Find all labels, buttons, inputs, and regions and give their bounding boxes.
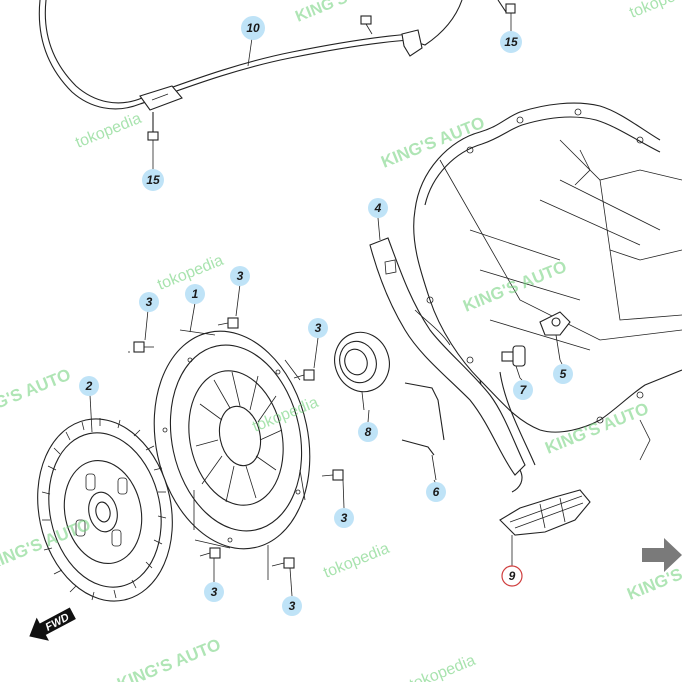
callout-3-b: 3: [139, 292, 159, 312]
release-fork-boot: [499, 489, 591, 555]
callout-4: 4: [368, 198, 388, 218]
watermark-kings-1: KING'S AUTO: [293, 0, 395, 26]
callout-2: 2: [79, 376, 99, 396]
callout-15-left: 15: [142, 169, 164, 191]
watermark-kings-7: KING'S AUTO: [114, 635, 223, 682]
callout-9-text: 9: [509, 569, 516, 583]
cable-bolt-15: [147, 112, 159, 160]
watermark-tokopedia-4: tokopedia: [321, 540, 392, 582]
callout-6-text: 6: [433, 485, 440, 499]
callout-5: 5: [553, 364, 573, 384]
callout-7: 7: [513, 380, 533, 400]
callout-8: 8: [358, 422, 378, 442]
callout-15-top-text: 15: [504, 35, 518, 49]
watermark-tokopedia-5: tokopedia: [407, 652, 478, 682]
release-bearing: [334, 331, 390, 411]
callout-3-d: 3: [334, 508, 354, 528]
cover-bolts: [128, 317, 344, 580]
callout-7-text: 7: [520, 383, 528, 397]
callout-10-text: 10: [246, 21, 260, 35]
callout-1-text: 1: [192, 287, 199, 301]
callout-3-a-text: 3: [237, 269, 244, 283]
watermark-tokopedia-1: tokopedia: [73, 110, 144, 152]
ball-stud: [501, 345, 526, 379]
callout-3-f: 3: [282, 596, 302, 616]
callout-3-e: 3: [204, 582, 224, 602]
fwd-label: FWD: [44, 611, 72, 633]
dust-seals: [401, 382, 445, 481]
transmission-housing: [413, 102, 682, 493]
fwd-arrow: FWD: [29, 607, 76, 641]
callout-3-b-text: 3: [146, 295, 153, 309]
callout-3-c-text: 3: [315, 321, 322, 335]
watermark-tokopedia-6: tokopedia: [627, 0, 682, 22]
clutch-disc: [37, 418, 173, 602]
watermark-kings-5: KING'S AUTO: [0, 365, 73, 424]
cable-bolt-top: [360, 3, 516, 35]
callout-labels: 10 15 15 4 3 1 3 3 2 7 5 8 6 3 9 3 3: [79, 16, 573, 616]
callout-6: 6: [426, 482, 446, 502]
leader-lines: [89, 30, 563, 597]
callout-3-c: 3: [308, 318, 328, 338]
watermark-kings-2: KING'S AUTO: [378, 113, 487, 172]
callout-3-e-text: 3: [211, 585, 218, 599]
callout-5-text: 5: [560, 367, 567, 381]
callout-4-text: 4: [374, 201, 382, 215]
callout-2-text: 2: [85, 379, 93, 393]
callout-9: 9: [501, 565, 523, 587]
clutch-cover-assembly: [153, 329, 311, 550]
clutch-cable: [38, 0, 513, 111]
release-fork-pivot: [539, 311, 571, 361]
callout-1: 1: [185, 284, 205, 304]
callout-3-a: 3: [230, 266, 250, 286]
watermark-kings-3: KING'S AUTO: [460, 257, 569, 316]
callout-3-d-text: 3: [341, 511, 348, 525]
callout-15-top: 15: [500, 31, 522, 53]
clutch-housing-cover: [369, 237, 526, 476]
next-arrow-icon[interactable]: [642, 538, 682, 572]
watermark-kings-4: KING'S AUTO: [542, 399, 651, 458]
callout-3-f-text: 3: [289, 599, 296, 613]
callout-10: 10: [241, 16, 265, 40]
callout-15-left-text: 15: [146, 173, 160, 187]
callout-8-text: 8: [365, 425, 372, 439]
